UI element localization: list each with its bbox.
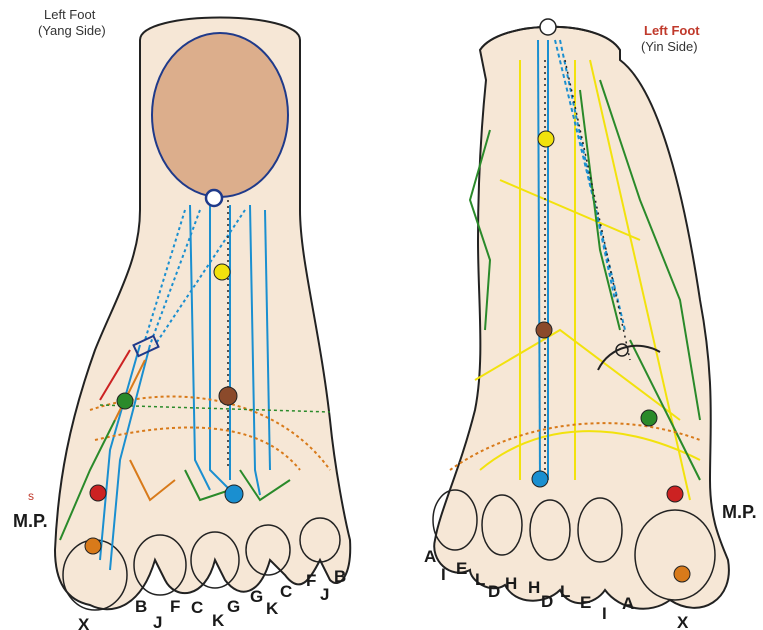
right-foot-outline	[434, 27, 729, 609]
right-letter-9: E	[580, 593, 591, 612]
left-mp-label: M.P.	[13, 511, 48, 531]
right-letter-5: H	[505, 574, 517, 593]
right-letter-2: E	[456, 559, 467, 578]
right-foot	[433, 19, 729, 609]
left-title-line2: (Yang Side)	[38, 23, 106, 38]
left-letter-8: K	[266, 599, 279, 618]
left-letter-12: B	[334, 567, 346, 586]
right-point-orange	[674, 566, 690, 582]
right-letter-7: D	[541, 592, 553, 611]
left-point-brown	[219, 387, 237, 405]
right-letter-3: L	[475, 570, 485, 589]
left-letter-5: K	[212, 611, 225, 630]
left-letter-6: G	[227, 597, 240, 616]
left-title-line1: Left Foot	[44, 7, 96, 22]
left-big-toe-nail	[152, 33, 288, 197]
left-foot	[55, 18, 350, 611]
right-letter-6: H	[528, 578, 540, 597]
right-letter-11: A	[622, 594, 634, 613]
right-letter-10: I	[602, 604, 607, 623]
left-side-mark: s	[28, 489, 34, 503]
left-letter-1: B	[135, 597, 147, 616]
right-letter-8: L	[560, 582, 570, 601]
left-letter-10: F	[306, 571, 316, 590]
left-point-orange	[85, 538, 101, 554]
right-point-white	[540, 19, 556, 35]
left-point-yellow	[214, 264, 230, 280]
right-point-brown	[536, 322, 552, 338]
right-letter-1: I	[441, 565, 446, 584]
right-point-red	[667, 486, 683, 502]
right-point-yellow	[538, 131, 554, 147]
right-letter-12: X	[677, 613, 689, 630]
left-point-white	[206, 190, 222, 206]
right-mp-label: M.P.	[722, 502, 757, 522]
left-point-green	[117, 393, 133, 409]
right-letter-4: D	[488, 582, 500, 601]
left-point-red	[90, 485, 106, 501]
left-letter-3: F	[170, 597, 180, 616]
right-title-line1: Left Foot	[644, 23, 700, 38]
right-point-green	[641, 410, 657, 426]
left-letter-4: C	[191, 598, 203, 617]
left-letter-2: J	[153, 613, 162, 630]
right-letter-0: A	[424, 547, 436, 566]
right-title-line2: (Yin Side)	[641, 39, 698, 54]
left-point-blue	[225, 485, 243, 503]
left-letter-0: X	[78, 615, 90, 630]
left-letter-11: J	[320, 585, 329, 604]
right-point-blue	[532, 471, 548, 487]
left-letter-7: G	[250, 587, 263, 606]
left-letter-9: C	[280, 582, 292, 601]
